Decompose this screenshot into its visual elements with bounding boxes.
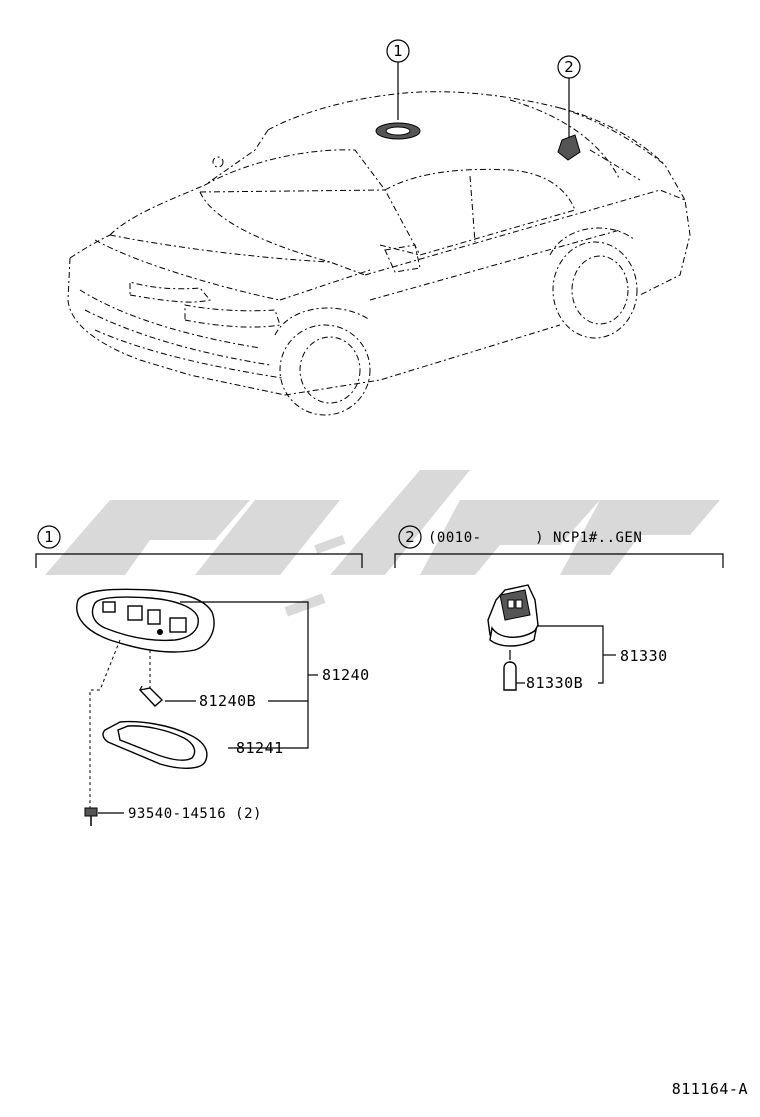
dome-lamp-housing bbox=[76, 588, 215, 653]
callout-2-number: 2 bbox=[564, 58, 574, 76]
part-number-81240B: 81240B bbox=[199, 692, 256, 710]
section-1-marker: 1 bbox=[44, 528, 54, 546]
part-number-81240: 81240 bbox=[322, 666, 370, 684]
part-number-93540-14516: 93540-14516 (2) bbox=[128, 806, 262, 822]
callout-1-number: 1 bbox=[393, 42, 403, 60]
car-illustration bbox=[67, 62, 691, 416]
part-number-81330: 81330 bbox=[620, 647, 668, 665]
part-number-81241: 81241 bbox=[236, 739, 284, 757]
callout-2: 2 bbox=[557, 55, 581, 79]
lamp-socket bbox=[487, 584, 539, 647]
part-number-81330B: 81330B bbox=[526, 674, 583, 692]
callout-1: 1 bbox=[386, 39, 410, 63]
section-1: 1 bbox=[35, 525, 370, 826]
lamp-lens bbox=[102, 720, 208, 769]
diagram-id: 811164-A bbox=[672, 1080, 748, 1098]
watermark-logo bbox=[45, 470, 720, 617]
festoon-bulb bbox=[138, 685, 164, 707]
section-2-marker: 2 bbox=[405, 528, 415, 546]
section-2-condition: (0010- ) NCP1#..GEN bbox=[428, 530, 642, 546]
screw bbox=[84, 807, 98, 826]
section-2: 2 (0010- ) NCP1#..GEN 81330 81330B bbox=[394, 525, 724, 692]
wedge-bulb bbox=[503, 650, 517, 691]
